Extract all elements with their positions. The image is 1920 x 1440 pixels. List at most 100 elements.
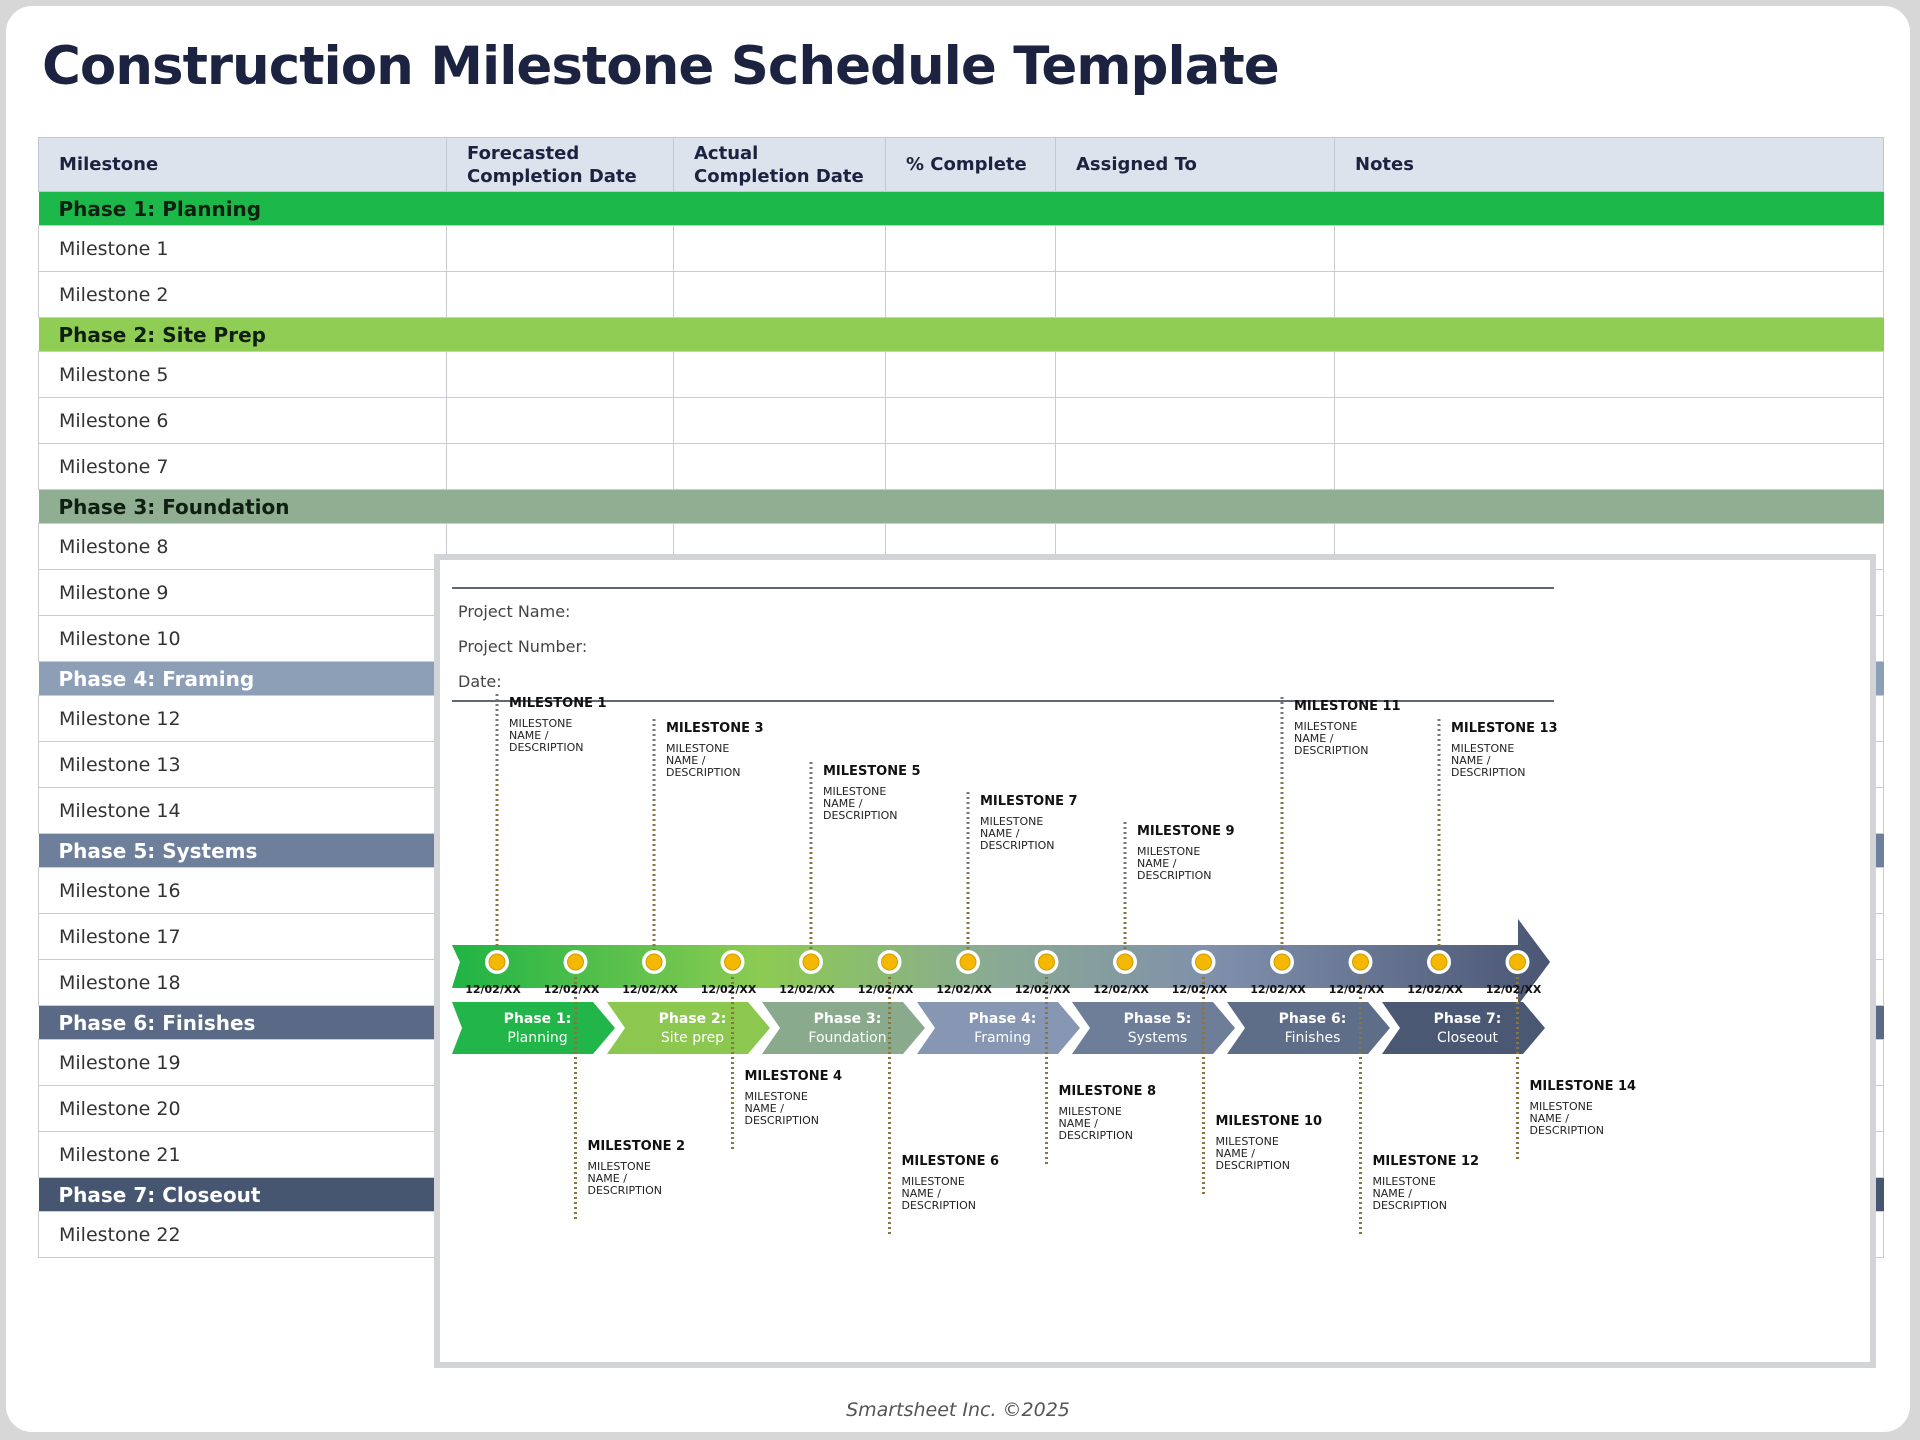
empty-cell[interactable] [1055,225,1335,272]
table-row: Milestone 1 [38,225,1884,272]
table-row: Milestone 6 [38,397,1884,444]
milestone-description: DESCRIPTION [1294,744,1368,757]
phase-label: Phase 3: Foundation [38,489,1884,524]
milestone-description: MILESTONE [1530,1100,1593,1113]
milestone-date: 12/02/XX [701,983,757,996]
empty-cell[interactable] [1334,351,1884,398]
empty-cell[interactable] [885,271,1056,318]
milestone-dot [567,953,584,971]
milestone-description: NAME / [509,729,549,742]
milestone-description: NAME / [745,1102,785,1115]
empty-cell[interactable] [673,443,886,490]
milestone-name-cell: Milestone 2 [38,271,447,318]
milestone-label: MILESTONE 11 [1294,699,1401,714]
phase-chevron-title: Phase 4: [969,1011,1037,1027]
phase-chevron-title: Phase 2: [659,1011,727,1027]
milestone-description: NAME / [1451,754,1491,767]
phase-chevron-title: Phase 6: [1279,1011,1347,1027]
milestone-dot [724,953,741,971]
table-row: Milestone 7 [38,443,1884,490]
milestone-date: 12/02/XX [1093,983,1149,996]
phase-chevron-name: Site prep [661,1030,724,1046]
empty-cell[interactable] [446,397,674,444]
milestone-date: 12/02/XX [622,983,678,996]
milestone-date: 12/02/XX [1329,983,1385,996]
milestone-date: 12/02/XX [779,983,835,996]
milestone-name-cell: Milestone 7 [38,443,447,490]
phase-chevron [762,1002,925,1054]
milestone-date: 12/02/XX [544,983,600,996]
empty-cell[interactable] [446,225,674,272]
empty-cell[interactable] [673,351,886,398]
milestone-date: 12/02/XX [936,983,992,996]
empty-cell[interactable] [1334,443,1884,490]
empty-cell[interactable] [1055,351,1335,398]
phase-chevron-name: Closeout [1437,1030,1499,1046]
milestone-dot [1038,953,1055,971]
milestone-description: NAME / [823,797,863,810]
milestone-dot [1430,953,1448,971]
milestone-label: MILESTONE 10 [1216,1114,1323,1129]
milestone-name-cell: Milestone 8 [38,523,447,570]
phase-chevron-name: Systems [1128,1030,1188,1046]
phase-chevron [607,1002,770,1054]
milestone-description: DESCRIPTION [1373,1199,1447,1212]
empty-cell[interactable] [446,271,674,318]
milestone-label: MILESTONE 12 [1373,1154,1480,1169]
milestone-date: 12/02/XX [1015,983,1071,996]
empty-cell[interactable] [446,443,674,490]
milestone-description: DESCRIPTION [902,1199,976,1212]
empty-cell[interactable] [885,443,1056,490]
milestone-dot [802,953,820,971]
empty-cell[interactable] [885,225,1056,272]
milestone-date: 12/02/XX [1486,983,1542,996]
empty-cell[interactable] [1334,397,1884,444]
phase-label: Phase 1: Planning [38,191,1884,226]
milestone-description: NAME / [980,827,1020,840]
milestone-dot [1273,953,1291,971]
empty-cell[interactable] [446,351,674,398]
phase-chevron-title: Phase 7: [1434,1011,1502,1027]
milestone-name-cell: Milestone 20 [38,1085,447,1132]
milestone-description: DESCRIPTION [509,741,583,754]
timeline-panel: Project Name: Project Number: Date: Phas… [434,554,1876,1368]
milestone-label: MILESTONE 8 [1059,1084,1157,1099]
empty-cell[interactable] [1055,397,1335,444]
empty-cell[interactable] [1334,225,1884,272]
milestone-description: MILESTONE [1216,1135,1279,1148]
phase-chevron-title: Phase 1: [504,1011,572,1027]
table-row: Milestone 5 [38,351,1884,398]
milestone-dot [881,953,898,971]
milestone-name-cell: Milestone 14 [38,787,447,834]
header-notes: Notes [1334,137,1884,192]
phase-chevron-title: Phase 5: [1124,1011,1192,1027]
empty-cell[interactable] [673,271,886,318]
milestone-name-cell: Milestone 19 [38,1039,447,1086]
empty-cell[interactable] [1055,443,1335,490]
empty-cell[interactable] [1334,271,1884,318]
milestone-description: DESCRIPTION [980,839,1054,852]
milestone-description: DESCRIPTION [666,766,740,779]
milestone-description: MILESTONE [509,717,572,730]
empty-cell[interactable] [1055,271,1335,318]
milestone-label: MILESTONE 3 [666,721,764,736]
milestone-dot [1116,953,1134,971]
milestone-label: MILESTONE 4 [745,1069,843,1084]
milestone-description: MILESTONE [745,1090,808,1103]
milestone-dot [1352,953,1369,971]
milestone-name-cell: Milestone 6 [38,397,447,444]
document-frame: Construction Milestone Schedule Template… [6,6,1910,1432]
header-percent-complete: % Complete [885,137,1056,192]
empty-cell[interactable] [885,397,1056,444]
table-header-row: Milestone Forecasted Completion Date Act… [38,137,1884,192]
phase-chevron [1382,1002,1545,1054]
empty-cell[interactable] [673,397,886,444]
phase-label: Phase 2: Site Prep [38,317,1884,352]
milestone-name-cell: Milestone 18 [38,959,447,1006]
empty-cell[interactable] [885,351,1056,398]
milestone-date: 12/02/XX [1407,983,1463,996]
milestone-label: MILESTONE 6 [902,1154,1000,1169]
empty-cell[interactable] [673,225,886,272]
milestone-description: DESCRIPTION [745,1114,819,1127]
milestone-description: NAME / [1373,1187,1413,1200]
